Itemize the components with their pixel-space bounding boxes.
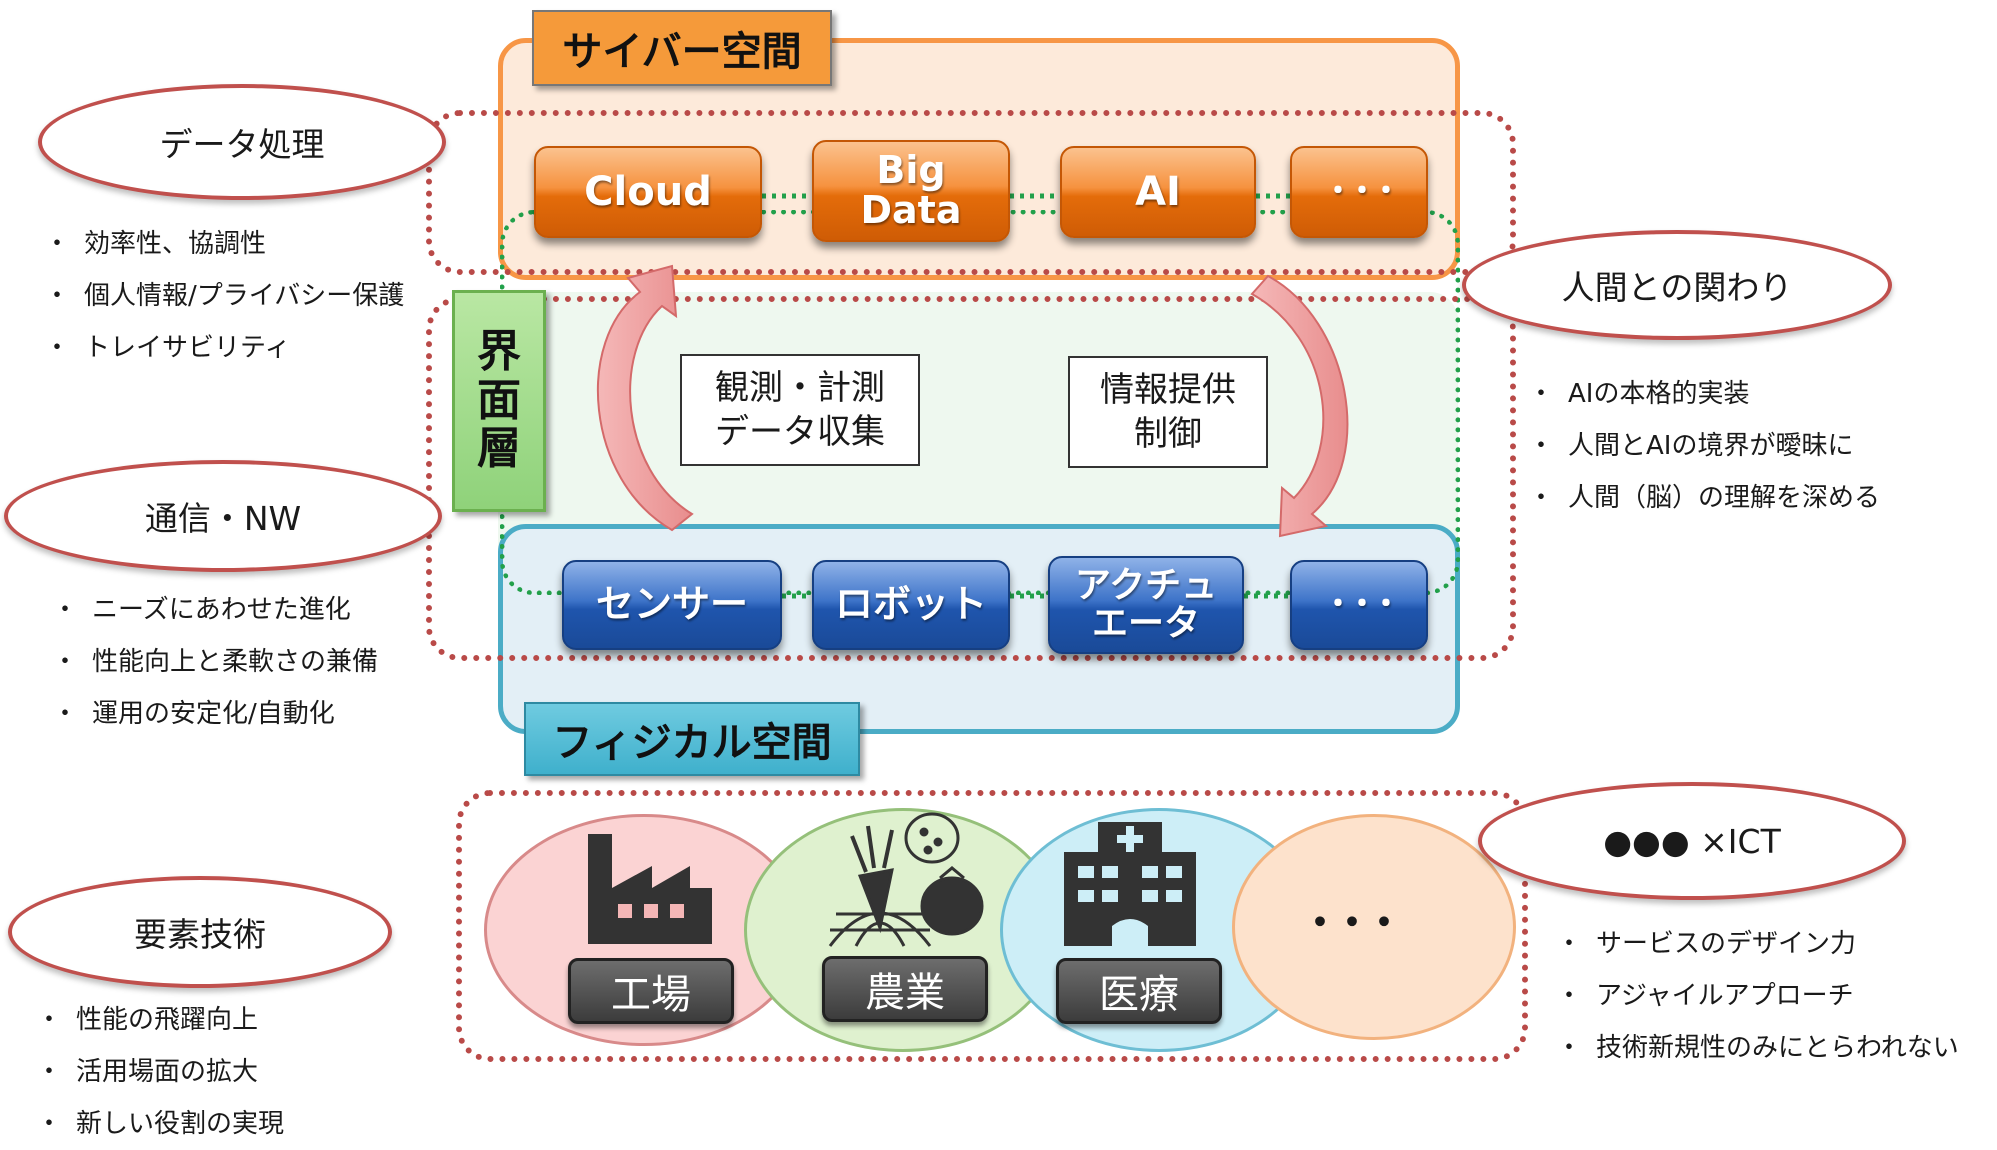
actuator-button[interactable]: アクチュ エータ	[1048, 556, 1244, 654]
medical-label: 医療	[1056, 958, 1222, 1024]
list-item: ・活用場面の拡大	[36, 1057, 259, 1087]
physical-space-title: フィジカル空間	[524, 702, 860, 776]
factory-icon	[588, 834, 712, 944]
vegetables-icon	[828, 812, 984, 947]
element-tech-ellipse: 要素技術	[8, 876, 392, 988]
list-item: ・サービスのデザイン力	[1556, 929, 1857, 959]
curved-arrow-up-icon	[596, 264, 694, 532]
list-item: ・人間とAIの境界が曖昧に	[1528, 431, 1854, 461]
interface-layer-title: 界 面 層	[452, 290, 546, 512]
ai-button[interactable]: AI	[1060, 146, 1256, 238]
list-item: ・人間（脳）の理解を深める	[1528, 483, 1881, 513]
element-tech-list: ・性能の飛躍向上 ・活用場面の拡大 ・新しい役割の実現	[36, 994, 284, 1150]
factory-label: 工場	[568, 958, 734, 1024]
data-processing-scope-frame	[426, 110, 1516, 275]
big-data-button[interactable]: Big Data	[812, 140, 1010, 242]
list-item: ・個人情報/プライバシー保護	[44, 281, 405, 311]
network-scope-frame	[426, 296, 1516, 661]
cyber-space-title: サイバー空間	[532, 10, 832, 86]
list-item: ・運用の安定化/自動化	[52, 699, 335, 729]
list-item: ・新しい役割の実現	[36, 1109, 285, 1139]
domain-ict-list: ・サービスのデザイン力 ・アジャイルアプローチ ・技術新規性のみにとらわれない	[1556, 918, 1959, 1074]
robot-button[interactable]: ロボット	[812, 560, 1010, 650]
hospital-icon	[1064, 822, 1196, 946]
list-item: ・効率性、協調性	[44, 229, 267, 259]
other-domain-ellipsis: ・・・	[1300, 900, 1404, 946]
info-control-box: 情報提供 制御	[1068, 356, 1268, 468]
list-item: ・AIの本格的実装	[1528, 379, 1750, 409]
list-item: ・トレイサビリティ	[44, 333, 291, 363]
data-processing-ellipse: データ処理	[38, 84, 446, 200]
cloud-button[interactable]: Cloud	[534, 146, 762, 238]
other-domain-circle	[1232, 814, 1516, 1040]
element-tech-scope-frame	[456, 790, 1528, 1062]
list-item: ・性能の飛躍向上	[36, 1005, 259, 1035]
human-relation-ellipse: 人間との関わり	[1462, 230, 1892, 340]
network-list: ・ニーズにあわせた進化 ・性能向上と柔軟さの兼備 ・運用の安定化/自動化	[52, 584, 378, 740]
agriculture-label: 農業	[822, 956, 988, 1022]
human-relation-list: ・AIの本格的実装 ・人間とAIの境界が曖昧に ・人間（脳）の理解を深める	[1528, 368, 1880, 524]
sensor-button[interactable]: センサー	[562, 560, 782, 650]
observation-box: 観測・計測 データ収集	[680, 354, 920, 466]
curved-arrow-down-icon	[1250, 274, 1349, 538]
physical-more-button[interactable]: ・・・	[1290, 560, 1428, 650]
data-processing-list: ・効率性、協調性 ・個人情報/プライバシー保護 ・トレイサビリティ	[44, 218, 404, 374]
network-ellipse: 通信・NW	[4, 460, 442, 572]
cyber-more-button[interactable]: ・・・	[1290, 146, 1428, 238]
list-item: ・ニーズにあわせた進化	[52, 595, 351, 625]
list-item: ・技術新規性のみにとらわれない	[1556, 1033, 1959, 1063]
list-item: ・性能向上と柔軟さの兼備	[52, 647, 379, 677]
list-item: ・アジャイルアプローチ	[1556, 981, 1854, 1011]
domain-ict-ellipse: ●●● ×ICT	[1478, 782, 1906, 900]
